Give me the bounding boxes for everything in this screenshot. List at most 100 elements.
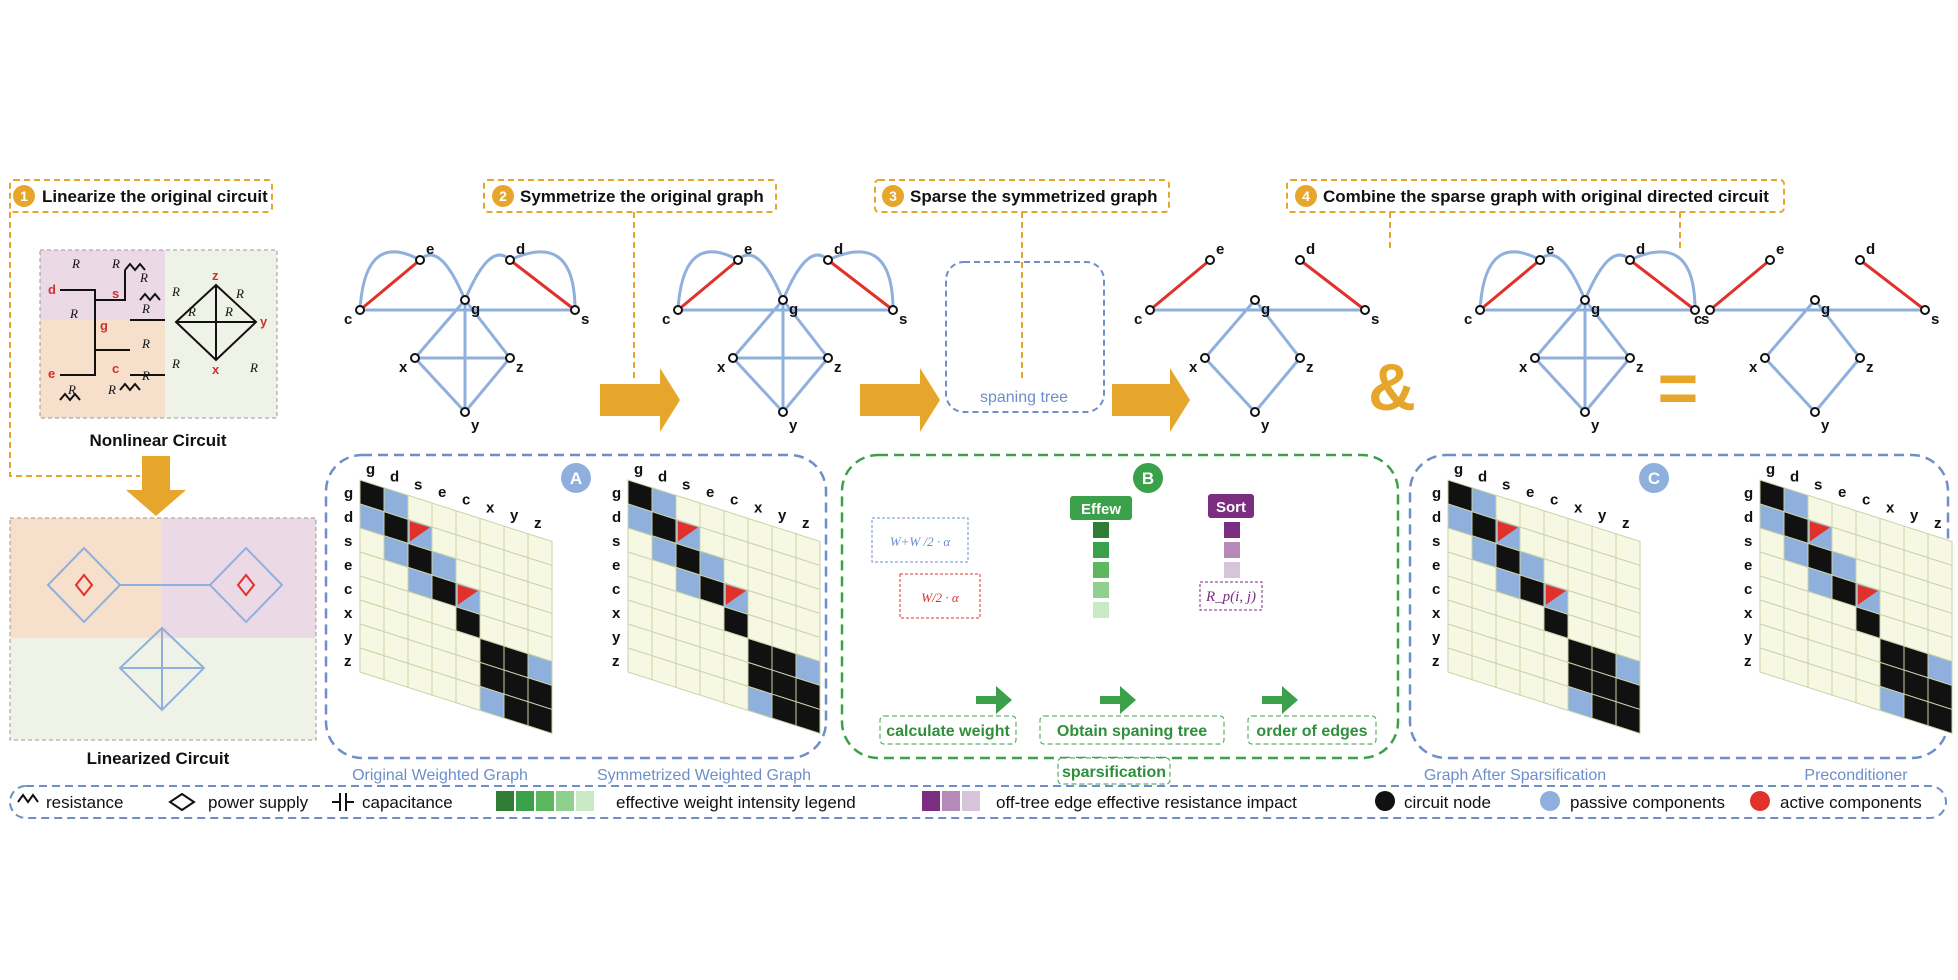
title-preconditioner: Preconditioner bbox=[1804, 767, 1908, 784]
matrix-row-label: d bbox=[344, 509, 353, 526]
matrix-col-label: x bbox=[1574, 499, 1583, 516]
step-4-number: 4 bbox=[1302, 188, 1310, 204]
graph-node-g: g bbox=[1261, 301, 1270, 318]
panel-A-letter: A bbox=[570, 469, 582, 488]
matrix-row-label: y bbox=[1432, 629, 1441, 646]
nl-node-c: c bbox=[112, 361, 119, 376]
graph-node-e: e bbox=[744, 241, 752, 258]
capacitance-icon bbox=[332, 793, 354, 811]
svg-text:R: R bbox=[107, 382, 116, 397]
matrix-row-label: x bbox=[344, 605, 353, 622]
step-1-label: Linearize the original circuit bbox=[42, 187, 268, 206]
graph-node-g: g bbox=[1591, 301, 1600, 318]
graph-node-d: d bbox=[1636, 241, 1645, 258]
graph-node-c: c bbox=[662, 311, 670, 328]
panel-C-frame bbox=[1408, 453, 1950, 760]
legend-offtree: off-tree edge effective resistance impac… bbox=[996, 793, 1297, 812]
graph-node-z: z bbox=[516, 359, 524, 376]
svg-text:R: R bbox=[141, 368, 150, 383]
nonlinear-circuit-label: Nonlinear Circuit bbox=[90, 431, 227, 450]
graph-node-s: s bbox=[1701, 311, 1709, 328]
step-connectors bbox=[9, 212, 1681, 477]
legend-power-supply: power supply bbox=[208, 793, 309, 812]
graph-node-x: x bbox=[717, 359, 726, 376]
svg-text:R: R bbox=[224, 304, 233, 319]
sort-label: Sort bbox=[1216, 499, 1246, 516]
panel-C-badge bbox=[1639, 463, 1669, 493]
sparsification-label: sparsification bbox=[1062, 764, 1166, 781]
ampersand-symbol: & bbox=[1368, 350, 1416, 424]
graph-node-g: g bbox=[789, 301, 798, 318]
matrix-row-label: x bbox=[1432, 605, 1441, 622]
matrix-col-label: x bbox=[1886, 499, 1895, 516]
matrix-col-label: g bbox=[1766, 461, 1775, 478]
graph-node-s: s bbox=[1371, 311, 1379, 328]
matrix-col-label: s bbox=[1814, 476, 1822, 493]
step-3-label: Sparse the symmetrized graph bbox=[910, 187, 1158, 206]
graph-node-y: y bbox=[789, 417, 798, 434]
svg-text:R: R bbox=[71, 256, 80, 271]
matrix-row-label: d bbox=[1432, 509, 1441, 526]
matrix-col-label: c bbox=[730, 492, 738, 509]
graph-node-c: c bbox=[1134, 311, 1142, 328]
weight-legend-swatches bbox=[496, 791, 594, 811]
matrix-col-label: y bbox=[778, 507, 787, 524]
matrix-row-label: z bbox=[344, 653, 352, 670]
matrix-row-label: x bbox=[1744, 605, 1753, 622]
matrix-col-label: g bbox=[1454, 461, 1463, 478]
graph-node-s: s bbox=[1931, 311, 1939, 328]
spanning-tree-box bbox=[945, 261, 1105, 413]
active-component-icon bbox=[1750, 791, 1770, 811]
svg-text:W+W /2 · α: W+W /2 · α bbox=[890, 534, 952, 549]
matrix-col-label: s bbox=[1502, 476, 1510, 493]
legend-passive: passive components bbox=[1570, 793, 1725, 812]
svg-text:R: R bbox=[171, 284, 180, 299]
matrix-row-label: z bbox=[1744, 653, 1752, 670]
equals-symbol: = bbox=[1658, 349, 1699, 427]
matrix-col-label: e bbox=[1838, 484, 1846, 501]
graph-node-c: c bbox=[344, 311, 352, 328]
step-2-header: 2 Symmetrize the original graph bbox=[483, 179, 777, 213]
matrix-row-label: s bbox=[1432, 533, 1440, 550]
matrix-row-label: z bbox=[612, 653, 620, 670]
process-arrows bbox=[600, 368, 1190, 432]
graph-node-d: d bbox=[1306, 241, 1315, 258]
legend-circuit-node: circuit node bbox=[1404, 793, 1491, 812]
matrix-col-label: z bbox=[1622, 515, 1630, 532]
svg-text:R: R bbox=[141, 301, 150, 316]
legend: resistance power supply capacitance effe… bbox=[9, 785, 1947, 819]
matrix-row-label: g bbox=[344, 485, 353, 502]
obtain-tree-label: Obtain spaning tree bbox=[1057, 723, 1207, 740]
graph-node-x: x bbox=[399, 359, 408, 376]
graph-node-e: e bbox=[426, 241, 434, 258]
panel-A-frame bbox=[324, 453, 828, 760]
panel-B-badge bbox=[1133, 463, 1163, 493]
matrix-row-label: g bbox=[1432, 485, 1441, 502]
passive-component-icon bbox=[1540, 791, 1560, 811]
matrix-row-label: d bbox=[1744, 509, 1753, 526]
graph-node-x: x bbox=[1749, 359, 1758, 376]
panel-A-badge bbox=[561, 463, 591, 493]
matrix-col-label: e bbox=[1526, 484, 1534, 501]
calc-weight-label: calculate weight bbox=[886, 723, 1010, 740]
matrix-row-label: y bbox=[612, 629, 621, 646]
matrix-row-label: z bbox=[1432, 653, 1440, 670]
graph-node-g: g bbox=[471, 301, 480, 318]
matrix-row-label: e bbox=[1432, 557, 1440, 574]
matrix-row-label: e bbox=[612, 557, 620, 574]
matrix-row-label: s bbox=[612, 533, 620, 550]
step-2-label: Symmetrize the original graph bbox=[520, 187, 764, 206]
nl-node-e: e bbox=[48, 366, 55, 381]
step-1-number: 1 bbox=[20, 188, 28, 204]
matrix-col-label: y bbox=[1910, 507, 1919, 524]
nl-node-g: g bbox=[100, 318, 108, 333]
graph-node-z: z bbox=[1306, 359, 1314, 376]
graph-node-d: d bbox=[834, 241, 843, 258]
